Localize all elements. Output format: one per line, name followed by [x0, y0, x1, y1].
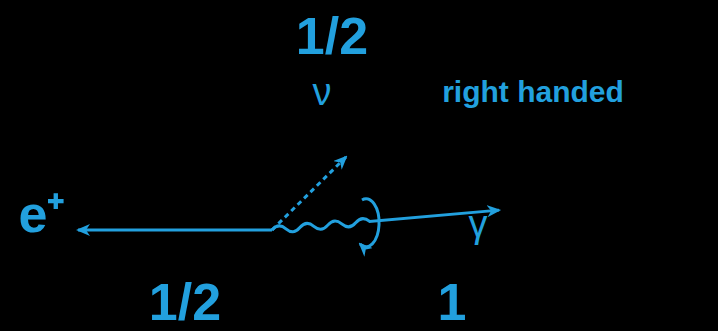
label-text: 1/2 — [149, 276, 221, 328]
photon-wave — [272, 207, 500, 234]
label-text: e⁺ — [19, 188, 66, 240]
positron-line — [78, 229, 272, 232]
label-text: 1/2 — [296, 10, 368, 62]
label-text: 1 — [438, 276, 467, 328]
photon-line — [272, 207, 500, 234]
label-text: right handed — [442, 77, 624, 107]
neutrino-line — [272, 157, 346, 230]
label-text: ν — [313, 73, 332, 111]
helicity-loop — [360, 199, 379, 247]
label-text: γ — [469, 205, 488, 243]
